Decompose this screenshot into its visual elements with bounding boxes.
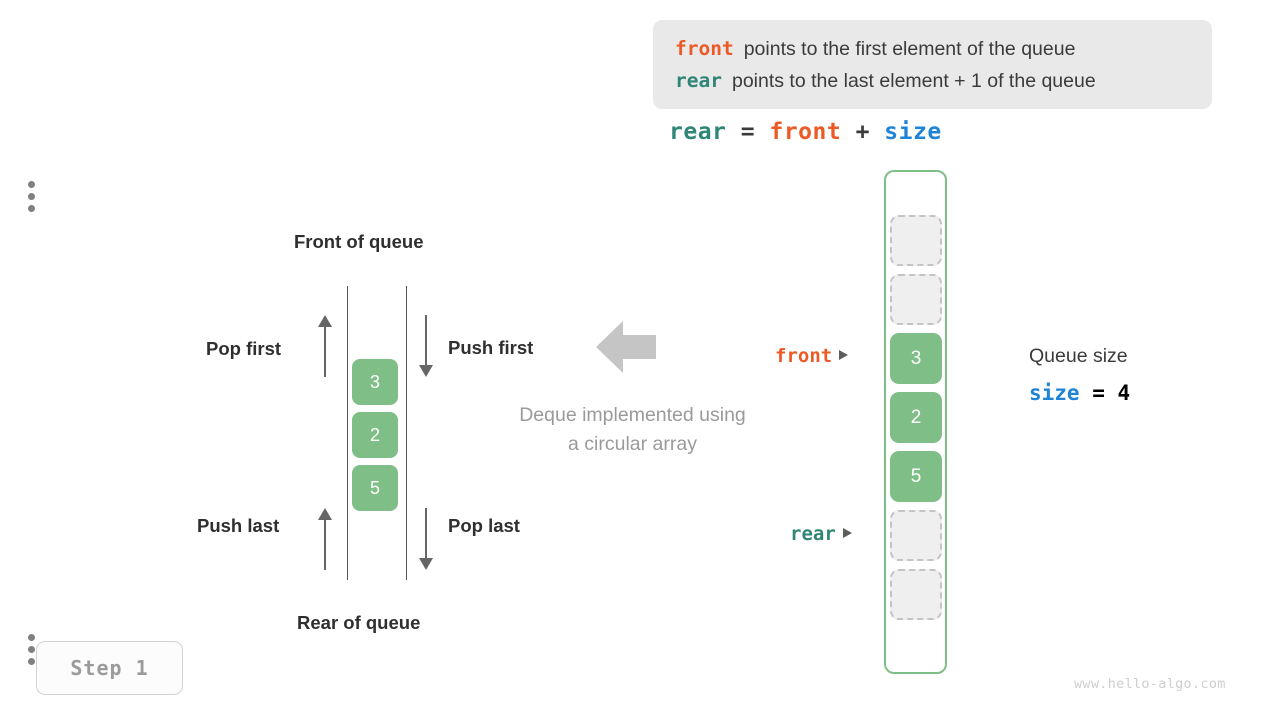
push-last-arrow-icon [318,508,332,570]
formula-front: front [769,119,842,145]
array-slot [890,274,942,325]
deque-cell: 3 [352,359,398,405]
rear-pointer-text: rear [790,523,836,545]
formula-equals: = [740,119,756,145]
deque-rail-right [406,286,407,580]
array-slot [890,569,942,620]
front-pointer-arrowhead-icon [839,350,849,360]
legend-keyword-rear: rear [675,69,722,92]
deque-caption-line2: a circular array [568,433,697,455]
front-of-queue-label: Front of queue [294,231,424,252]
deque-rail-left [347,286,348,580]
vertical-ellipsis-icon-bottom [28,634,35,670]
rear-of-queue-label: Rear of queue [297,612,421,633]
array-slot: 3 [890,333,942,384]
array-slot: 5 [890,451,942,502]
left-arrow-icon [596,321,656,373]
size-equals: = [1092,381,1105,405]
watermark: www.hello-algo.com [1074,676,1226,692]
front-pointer-text: front [775,345,833,367]
legend-line-rear: rear points to the last element + 1 of th… [675,65,1212,97]
legend-box: front points to the first element of the … [653,20,1212,109]
queue-size-expression: size = 4 [1029,381,1130,405]
legend-desc-front: points to the first element of the queue [743,38,1076,60]
rear-pointer-label: rear [790,523,852,546]
push-first-label: Push first [448,337,534,358]
rear-pointer-arrowhead-icon [842,528,852,538]
size-value: 4 [1117,381,1131,405]
push-first-arrow-icon [419,315,433,377]
pop-last-arrow-icon [419,508,433,570]
formula-rear-equals-front-plus-size: rear = front + size [669,119,942,145]
step-badge: Step 1 [36,641,183,695]
deque-cell: 2 [352,412,398,458]
pop-last-label: Pop last [448,515,520,536]
array-slot [890,215,942,266]
queue-size-title: Queue size [1029,345,1128,367]
size-variable: size [1029,381,1080,405]
legend-line-front: front points to the first element of the … [675,33,1212,65]
formula-rear: rear [669,119,727,145]
array-slot [890,510,942,561]
legend-desc-rear: points to the last element + 1 of the qu… [731,70,1096,92]
pop-first-label: Pop first [206,338,282,359]
formula-plus: + [855,119,870,145]
array-slot: 2 [890,392,942,443]
deque-caption: Deque implemented using a circular array [494,401,771,459]
deque-caption-line1: Deque implemented using [519,404,746,426]
vertical-ellipsis-icon-top [28,181,35,217]
front-pointer-label: front [775,345,849,368]
legend-keyword-front: front [675,37,734,60]
push-last-label: Push last [197,515,280,536]
deque-cell: 5 [352,465,398,511]
pop-first-arrow-icon [318,315,332,377]
formula-size: size [884,119,942,145]
circular-array-container [884,170,947,674]
